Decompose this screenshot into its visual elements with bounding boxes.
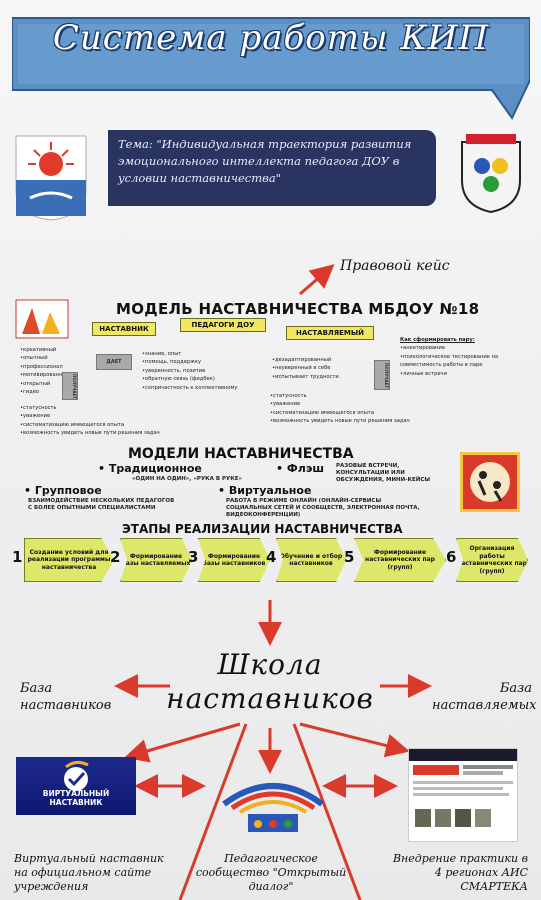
- model-group-desc: ВЗАИМОДЕЙСТВИЕ НЕСКОЛЬКИХ ПЕДАГОГОВ С БО…: [28, 498, 175, 511]
- virtual-mentor-caption: Виртуальный наставник на официальном сай…: [14, 852, 164, 893]
- list-item: •систематизацию имеющегося опыта: [20, 421, 124, 428]
- stage-1: Создание условий для реализации программ…: [24, 538, 114, 582]
- stage-3: Формирование базы наставников: [198, 538, 270, 582]
- list-item: •обратную связь (фидбек): [142, 376, 215, 383]
- list-item: •дезадаптированный: [272, 357, 332, 363]
- model-flash-desc: РАЗОВЫЕ ВСТРЕЧИ, КОНСУЛЬТАЦИИ ИЛИ ОБСУЖД…: [336, 463, 431, 483]
- list-item: •уверенность, позитив: [142, 367, 206, 374]
- legal-case-label: Правовой кейс: [340, 258, 450, 274]
- list-item: •статусность: [20, 405, 57, 411]
- list-item: •неуверенный в себе: [272, 365, 331, 372]
- list-item: •опытный: [20, 355, 48, 362]
- list-item: •уважение: [20, 413, 51, 420]
- stages-title: ЭТАПЫ РЕАЛИЗАЦИИ НАСТАВНИЧЕСТВА: [122, 522, 403, 536]
- list-item: •открытый: [20, 380, 51, 387]
- list-item: •креативный: [20, 347, 57, 353]
- list-item: •гидео: [20, 389, 40, 396]
- practice-caption: Внедрение практики в 4 регионах АИС СМАР…: [392, 852, 528, 893]
- model-virtual: • Виртуальное: [218, 484, 312, 497]
- list-item: •систематизацию имеющегося опыта: [270, 409, 374, 416]
- model-group: • Групповое: [24, 484, 102, 497]
- teachers-box: ПЕДАГОГИ ДОУ: [180, 318, 266, 332]
- list-item: •личные встречи: [400, 370, 447, 377]
- receives-arrow-left: ПОЛУЧАЕТ: [62, 372, 78, 400]
- list-item: •анкетирование: [400, 345, 446, 352]
- stage-6-number: 6: [446, 548, 457, 566]
- mentor-box: НАСТАВНИК: [92, 322, 156, 336]
- models-image: [460, 452, 520, 512]
- list-item: •возможность увидеть новые пути решения …: [270, 418, 410, 425]
- stage-2: Формирование базы наставляемых: [120, 538, 192, 582]
- list-item: •статусность: [270, 393, 307, 399]
- mentor-traits: •креативный •опытный •профессионал •моти…: [20, 346, 70, 396]
- receives-arrow-right: ПОЛУЧАЕТ: [374, 360, 390, 390]
- community-caption: Педагогическое сообщество "Открытый диал…: [195, 852, 347, 893]
- model-title: МОДЕЛЬ НАСТАВНИЧЕСТВА МБДОУ №18: [116, 300, 480, 318]
- mentor-gives: •знание, опыт •помощь, поддержку •уверен…: [142, 350, 237, 392]
- pairing-title: Как сформировать пару:: [400, 337, 475, 343]
- list-item: •испытывает трудности: [272, 373, 339, 380]
- stage-6: Организация работы наставнических пар (г…: [456, 538, 528, 582]
- stage-4-number: 4: [266, 548, 277, 566]
- mentor-base-label: База наставников: [20, 681, 112, 713]
- mentor-gets: •статусность •уважение •систематизацию и…: [20, 404, 160, 438]
- school-title: Школа наставников: [166, 648, 374, 715]
- stage-5-number: 5: [344, 548, 355, 566]
- stage-1-number: 1: [12, 548, 23, 566]
- list-item: •мотивированный: [20, 372, 70, 379]
- poster-title: Система работы КИП: [52, 18, 490, 58]
- stage-4: Обучение и отбор наставников: [276, 538, 346, 582]
- list-item: •психологическое тестирование на совмест…: [400, 353, 499, 369]
- list-item: •помощь, поддержку: [142, 359, 202, 366]
- school-emblem: [456, 130, 526, 216]
- virtual-mentor-label: ВИРТУАЛЬНЫЙ НАСТАВНИК: [42, 789, 110, 807]
- mentee-base-label: База наставляемых: [432, 681, 537, 713]
- gives-arrow: ДАЕТ: [96, 354, 132, 370]
- dou18-logo: [14, 298, 70, 340]
- city-crest: [12, 132, 90, 222]
- models-title: МОДЕЛИ НАСТАВНИЧЕСТВА: [128, 446, 354, 462]
- platform-screenshot: [408, 748, 518, 842]
- mentee-box: НАСТАВЛЯЕМЫЙ: [286, 326, 374, 340]
- stage-5: Формирование наставнических пар (групп): [354, 538, 446, 582]
- checkmark-icon: [64, 760, 89, 791]
- list-item: •возможность увидеть новые пути решения …: [20, 430, 160, 437]
- list-item: •уважение: [270, 401, 301, 408]
- community-logo: [218, 774, 328, 838]
- pairing-list: Как сформировать пару: •анкетирование •п…: [400, 336, 524, 378]
- stage-2-number: 2: [110, 548, 121, 566]
- mentee-traits: •дезадаптированный •неуверенный в себе •…: [272, 356, 339, 381]
- list-item: •сопричастность к коллективному: [142, 384, 238, 391]
- list-item: •знание, опыт: [142, 351, 182, 357]
- title-banner: Система работы КИП: [11, 10, 531, 122]
- model-flash: • Флэш: [276, 462, 325, 475]
- theme-box: Тема: "Индивидуальная траектория развити…: [108, 130, 436, 206]
- model-traditional: • Традиционное: [98, 462, 202, 475]
- stage-3-number: 3: [188, 548, 199, 566]
- list-item: •профессионал: [20, 363, 63, 370]
- virtual-mentor-banner: ВИРТУАЛЬНЫЙ НАСТАВНИК: [16, 757, 136, 815]
- mentee-gets: •статусность •уважение •систематизацию и…: [270, 392, 410, 426]
- model-virtual-desc: РАБОТА В РЕЖИМЕ ОНЛАЙН (ОНЛАЙН-СЕРВИСЫ С…: [226, 498, 420, 518]
- model-traditional-desc: «ОДИН НА ОДИН», «РУКА В РУКЕ»: [132, 476, 243, 482]
